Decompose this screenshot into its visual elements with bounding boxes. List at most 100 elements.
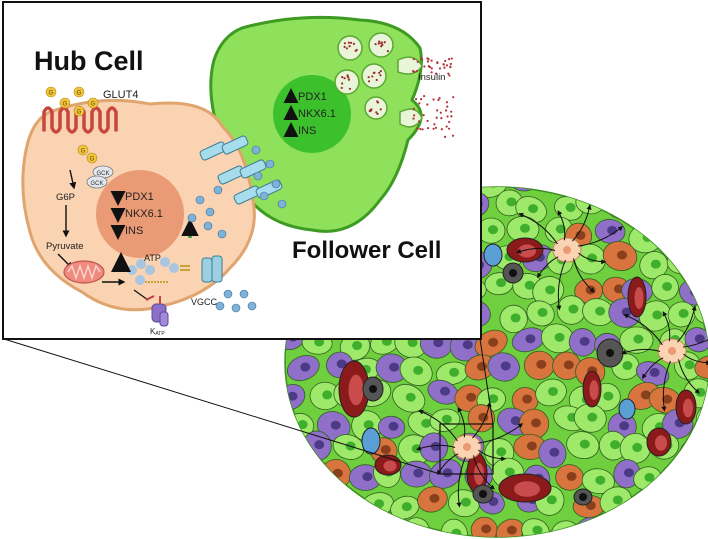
islet-cell (286, 355, 320, 382)
islet-cell (526, 300, 555, 327)
calcium-ion (247, 301, 257, 311)
katp-channel (151, 296, 169, 327)
islet-cell (317, 514, 350, 537)
islet-cell (671, 464, 705, 493)
islet-cell (659, 187, 687, 195)
islet-cell (682, 217, 708, 248)
islet-cell (429, 408, 461, 432)
calcium-ion (251, 145, 261, 155)
islet-cell (538, 438, 567, 469)
islet-cell-special (362, 376, 384, 402)
zoom-indicator (3, 338, 494, 475)
islet-cell (651, 273, 679, 301)
islet-cell (612, 514, 643, 537)
gck-enzymes: GCK GCK (86, 165, 114, 189)
islet-cell-special (338, 360, 370, 418)
islet-cell (619, 433, 651, 464)
islet-cell (301, 487, 334, 517)
islet-cell (666, 517, 698, 537)
islet-cell (285, 383, 306, 411)
atp-label: ATP (144, 253, 161, 263)
calcium-ion (195, 195, 205, 205)
glucose-molecule (59, 97, 71, 109)
islet-cell (538, 187, 569, 191)
islet-cell (633, 195, 664, 227)
islet-cell (555, 464, 584, 491)
gck-label-2: GCK (90, 181, 103, 187)
islet-cell (392, 383, 426, 413)
islet-cell (374, 522, 407, 537)
islet-cell-special (618, 398, 636, 420)
glut4-label: GLUT4 (103, 89, 138, 101)
islet-cell (499, 304, 528, 334)
islet-cell-special (361, 427, 381, 455)
calcium-ion (215, 301, 225, 311)
islet-cell (523, 350, 555, 380)
svg-text:G: G (90, 157, 95, 163)
islet-cell-special (675, 389, 697, 425)
islet-cell (621, 187, 656, 199)
islet-cell (332, 434, 365, 460)
islet-cell-special (582, 370, 602, 408)
katp-label: KATP (150, 327, 165, 337)
calcium-ion (217, 229, 227, 239)
islet-cell (685, 487, 708, 514)
glucose-molecule (87, 97, 99, 109)
svg-text:G: G (81, 149, 86, 155)
islet-cell (513, 433, 547, 460)
islet-cell-special (646, 427, 672, 457)
islet-cell (535, 378, 567, 407)
islet-cell (487, 352, 520, 382)
islet-cell (532, 276, 565, 306)
calcium-ion (253, 171, 263, 181)
islet-cell (344, 512, 377, 537)
follower-cell-title: Follower Cell (292, 237, 441, 264)
islet-cell (285, 491, 304, 520)
islet-cell (699, 462, 708, 493)
islet-cell (377, 415, 406, 439)
calcium-ion (231, 303, 241, 313)
gck-label-1: GCK (96, 171, 109, 177)
islet-cell (691, 518, 708, 537)
islet-cell (511, 327, 546, 353)
islet-cell (470, 516, 498, 537)
islet-cell-special (498, 473, 552, 503)
vgcc-channel (201, 255, 223, 283)
islet-cell (697, 196, 708, 226)
islet-cell (400, 460, 433, 488)
islet-cell (619, 326, 654, 354)
islet-cell (419, 432, 449, 463)
islet-cell (698, 251, 708, 276)
islet-cell (581, 468, 615, 495)
islet-cell (582, 298, 615, 326)
calcium-ion (239, 289, 249, 299)
islet-cell-special (627, 276, 647, 318)
pyruvate-label: Pyruvate (46, 241, 84, 252)
gene-label: PDX1 (125, 191, 154, 203)
g6p-label: G6P (56, 192, 75, 203)
gene-label: PDX1 (298, 91, 327, 103)
islet-cell (417, 486, 448, 513)
calcium-ion (277, 199, 287, 209)
glucose-molecule (86, 152, 98, 164)
islet-cell (375, 353, 409, 383)
gene-label: NKX6.1 (125, 208, 163, 220)
gap-junctions (199, 135, 283, 205)
islet-cell (642, 523, 672, 537)
islet-cell (694, 354, 708, 379)
islet-cell-special (573, 488, 593, 506)
gene-label: INS (298, 125, 316, 137)
islet-cell (309, 381, 341, 411)
calcium-ion (271, 179, 281, 189)
calcium-ion (265, 159, 275, 169)
islet-cell (435, 361, 469, 385)
calcium-ion (205, 207, 215, 217)
gene-label: NKX6.1 (298, 108, 336, 120)
insulin-label: Insulin (418, 72, 445, 83)
islet-cell (679, 187, 708, 193)
glucose-molecule (73, 105, 85, 117)
glucose-molecule (73, 86, 85, 98)
